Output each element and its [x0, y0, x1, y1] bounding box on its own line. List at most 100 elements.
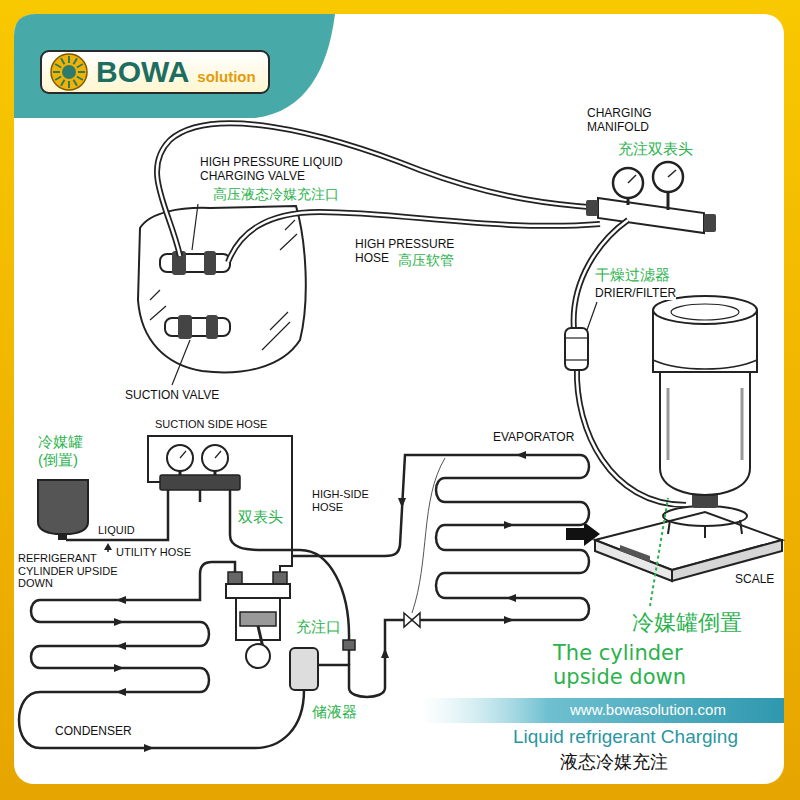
valve-nut [178, 315, 192, 339]
flow-arrow [114, 664, 124, 672]
refrigerant-cylinder [38, 480, 88, 534]
cylinder-leg [740, 520, 742, 534]
flow-arrow [116, 596, 126, 604]
crankshaft [246, 644, 270, 668]
drier-band [566, 337, 587, 338]
white-panel [14, 14, 784, 784]
cylinder-foot-ring [663, 506, 747, 526]
leader-line [587, 302, 597, 330]
flow-arrow [114, 618, 124, 626]
utility-hose [66, 490, 168, 540]
part-label: SCALE [735, 572, 774, 586]
part-label: CONDENSER [55, 724, 132, 738]
emblem-ray [61, 58, 65, 64]
cylinder-top-rim [671, 304, 739, 320]
service-valve [228, 572, 242, 584]
service-valve [273, 572, 287, 584]
part-label: 充注双表头 [618, 140, 693, 158]
emblem-ray [68, 56, 70, 63]
part-label: LIQUID [98, 524, 135, 536]
gauge-needle [180, 451, 186, 458]
cylinder-valve [58, 534, 67, 540]
part-label: 双表头 [238, 508, 283, 526]
part-label: CHARGING MANIFOLD [587, 106, 659, 135]
port-stub [348, 650, 351, 665]
part-label: HIGH-SIDE HOSE [312, 488, 382, 513]
part-label: 液态冷媒充注 [560, 752, 668, 774]
part-label: The cylinder upside down [553, 641, 738, 689]
emblem-ray [74, 80, 78, 86]
flow-arrow [116, 688, 126, 696]
cylinder-body [660, 372, 750, 495]
emblem-ray [77, 77, 83, 81]
part-label: DRIER/FILTER [595, 286, 676, 300]
emblem-ray [55, 64, 61, 68]
part-label: REFRIGERANT CYLINDER UPSIDE DOWN [18, 552, 118, 590]
pressure-gauge [613, 168, 643, 198]
pressure-gauge [202, 445, 228, 471]
valve-nut [204, 251, 216, 275]
cylinder-leg [704, 526, 706, 538]
flow-arrow [504, 521, 514, 529]
part-label: SUCTION VALVE [125, 388, 219, 402]
emblem-ring [51, 54, 87, 90]
compressor-body [138, 206, 306, 372]
receiver-tank [290, 648, 318, 690]
flow-arrow [398, 498, 406, 508]
url-band [420, 698, 784, 723]
arrow-head [104, 543, 112, 550]
part-label: HIGH PRESSURE LIQUID CHARGING VALVE [200, 155, 372, 184]
compressor-head [226, 584, 290, 598]
part-label: UTILITY HOSE [116, 546, 191, 559]
flow-arrow [506, 594, 516, 602]
logo-emblem [49, 52, 89, 92]
suction-valve [165, 318, 230, 336]
center-port [199, 490, 202, 502]
emblem-ray [78, 71, 85, 73]
valve-knob [586, 200, 598, 216]
manifold-body [160, 475, 240, 490]
emblem-ray [77, 64, 83, 68]
header-tab [14, 14, 335, 118]
leader-line [650, 498, 668, 606]
part-label: www.bowasolution.com [570, 701, 726, 719]
part-label: 充注口 [296, 618, 341, 636]
part-label: SUCTION SIDE HOSE [155, 418, 267, 431]
cylinder-leg [668, 520, 670, 534]
part-label: 高压软管 [398, 252, 454, 269]
evaporator-coil [292, 455, 589, 620]
brand-name: BOWA [96, 57, 189, 87]
pressure-gauge [167, 445, 193, 471]
piston [240, 612, 276, 626]
expansion-valve [404, 613, 420, 627]
part-label: 冷媒罐倒置 [632, 610, 742, 635]
valve-nut [206, 315, 218, 339]
gauge-needle [668, 170, 676, 177]
shroud-edge [653, 360, 757, 369]
flow-arrow [116, 642, 126, 650]
drier-filter [565, 328, 588, 370]
leader-line [192, 204, 198, 250]
brand-tagline: solution [197, 69, 255, 84]
gauge-stem [667, 192, 670, 210]
flow-arrow [516, 451, 526, 459]
emblem-core [62, 65, 76, 79]
part-label: 储液器 [312, 703, 357, 721]
drier-band [566, 359, 587, 360]
compressor-cylinder [236, 598, 280, 640]
charging-port [343, 640, 355, 650]
emblem-ray [74, 58, 78, 64]
cylinder-shine [668, 388, 742, 460]
logo-box: BOWA solution [40, 50, 270, 94]
caption: Liquid refrigerant Charging [513, 726, 738, 749]
part-label: 干燥过滤器 [595, 266, 670, 284]
charging-valve [160, 254, 230, 272]
emblem-ray [68, 81, 70, 88]
shading-hatch [150, 220, 297, 350]
part-label: EVAPORATOR [493, 430, 574, 444]
gauge-needle [215, 451, 221, 458]
flow-arrow [144, 744, 154, 752]
emblem-ray [61, 80, 65, 86]
part-label: 高压液态冷媒充注口 [213, 186, 339, 203]
